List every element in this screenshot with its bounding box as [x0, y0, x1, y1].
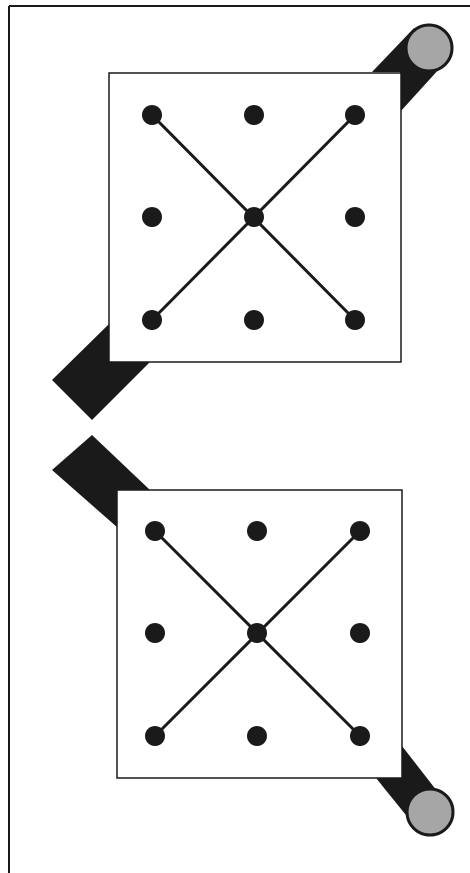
bottom-panel-dot [350, 521, 370, 541]
bottom-panel-roller [407, 789, 453, 835]
bottom-panel-dot [145, 726, 165, 746]
top-panel-dot [142, 207, 162, 227]
bottom-panel-dot [247, 726, 267, 746]
bottom-panel-dot [350, 726, 370, 746]
top-panel-dot [345, 207, 365, 227]
top-panel-dot [244, 310, 264, 330]
bottom-panel-dot [247, 623, 267, 643]
top-panel-dot [244, 207, 264, 227]
top-panel-dot [345, 310, 365, 330]
bottom-panel-group [52, 435, 453, 835]
top-panel-dot [345, 105, 365, 125]
top-panel-dot [244, 105, 264, 125]
bottom-panel-dot [145, 521, 165, 541]
bottom-panel-dot [247, 521, 267, 541]
top-panel-roller [406, 25, 452, 71]
top-panel-dot [142, 310, 162, 330]
top-panel-dot [142, 105, 162, 125]
bottom-panel-dot [350, 623, 370, 643]
top-panel-group [52, 25, 452, 420]
bottom-panel-dot [145, 623, 165, 643]
